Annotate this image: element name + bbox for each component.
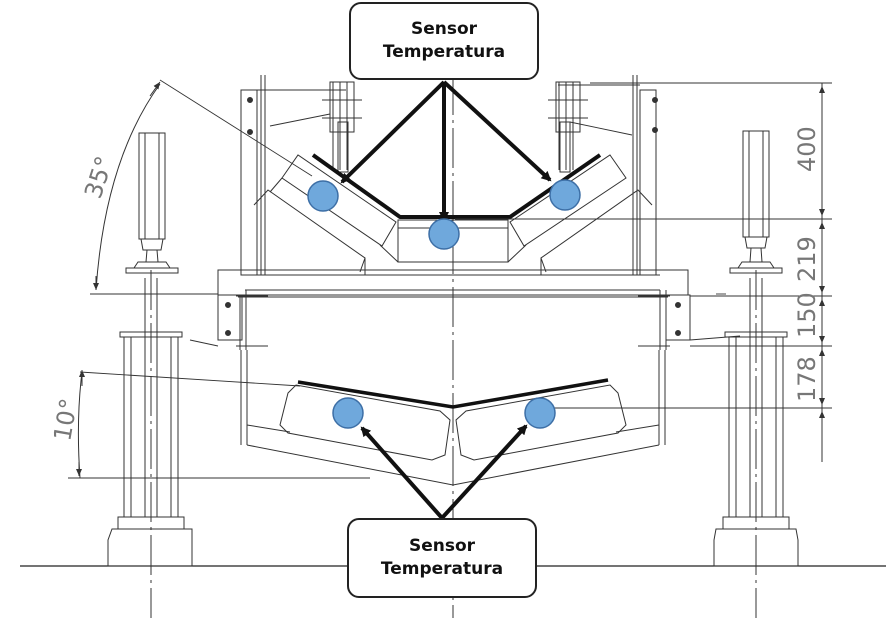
temperature-sensor-2	[428, 218, 460, 250]
right-support-column	[713, 278, 799, 567]
left-rail	[125, 132, 179, 274]
dimension-150: 150	[793, 292, 821, 338]
right-rail	[729, 130, 783, 274]
callout-bottom-line2: Temperatura	[380, 559, 504, 579]
callout-top-line1: Sensor	[410, 19, 478, 39]
sensor-arrows-bottom	[360, 424, 528, 520]
lower-belt	[297, 378, 609, 409]
temperature-sensor-5	[524, 397, 556, 429]
angle-arc-upper	[93, 81, 161, 291]
angle-35-label: 35°	[79, 153, 119, 202]
dimension-219: 219	[793, 236, 821, 282]
top-clamps	[322, 81, 588, 173]
callout-top-line2: Temperatura	[382, 42, 506, 62]
reference-lines	[68, 79, 832, 479]
lower-rolls	[246, 384, 660, 486]
sensor-callout-bottom: Sensor Temperatura	[347, 518, 537, 598]
angle-arc-lower	[76, 370, 85, 479]
sensor-callout-top: Sensor Temperatura	[349, 2, 539, 80]
temperature-sensor-3	[549, 179, 581, 211]
upper-rolls	[253, 154, 653, 275]
left-support-column	[107, 278, 193, 567]
callout-bottom-line1: Sensor	[408, 536, 476, 556]
idler-frame	[217, 75, 691, 445]
dimension-400: 400	[793, 126, 821, 172]
temperature-sensor-1	[307, 180, 339, 212]
sensor-arrows-top	[340, 80, 552, 222]
dimension-178: 178	[793, 356, 821, 402]
temperature-sensor-4	[332, 397, 364, 429]
temperature-sensors	[307, 179, 581, 429]
